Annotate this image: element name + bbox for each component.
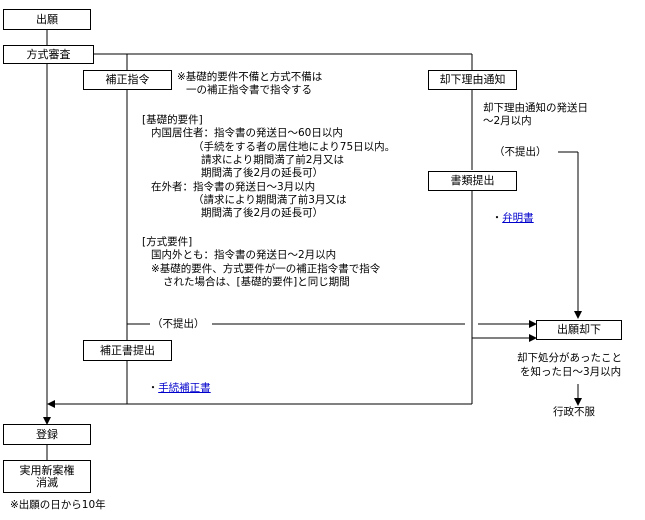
basic-domestic-sub2: 請求により期間満了前2月又は: [201, 154, 344, 166]
explanation-item: ・弁明書: [485, 200, 534, 224]
basic-foreign-sub1: （請求により期間満了前3月又は: [193, 194, 346, 206]
formal-note-1: ※基礎的要件、方式要件が一の補正指令書で指令: [151, 263, 380, 275]
formal-requirements-heading: [方式要件]: [142, 236, 192, 248]
explanation-link[interactable]: 弁明書: [502, 212, 534, 224]
appeal-deadline-1: 却下処分があったこと: [517, 352, 622, 364]
amend-note-1: ※基礎的要件不備と方式不備は: [177, 71, 322, 83]
rejection-deadline-2: ～2月以内: [483, 115, 532, 127]
not-submitted-left-label: （不提出）: [152, 318, 205, 330]
amendment-link[interactable]: 手続補正書: [158, 382, 211, 394]
basic-requirements-heading: [基礎的要件]: [142, 114, 203, 126]
amend-order-box: 補正指令: [83, 70, 172, 90]
extinction-label-1: 実用新案権: [20, 465, 75, 477]
filing-box: 出願: [3, 9, 91, 30]
admin-appeal-label: 行政不服: [553, 406, 595, 418]
basic-domestic: 内国居住者：指令書の発送日～60日以内: [151, 127, 343, 139]
filing-rejection-box: 出願却下: [536, 320, 622, 340]
rejection-deadline-1: 却下理由通知の発送日: [483, 102, 588, 114]
rejection-notice-box: 却下理由通知: [428, 70, 517, 90]
amend-submission-box: 補正書提出: [83, 340, 172, 361]
extinction-box: 実用新案権 消滅: [3, 460, 91, 493]
formal-note-2: された場合は、[基礎的要件]と同じ期間: [163, 276, 350, 288]
registration-box: 登録: [3, 424, 91, 445]
extinction-label-2: 消滅: [36, 477, 58, 489]
amend-note-2: 一の補正指令書で指令する: [186, 84, 312, 96]
basic-foreign-sub2: 期間満了後2月の延長可）: [201, 207, 323, 219]
doc-submission-box: 書類提出: [428, 171, 517, 191]
appeal-deadline-2: を知った日～3月以内: [520, 366, 621, 378]
explanation-bullet: ・: [492, 212, 503, 224]
basic-domestic-sub3: 期間満了後2月の延長可）: [201, 167, 323, 179]
basic-domestic-sub1: （手続をする者の居住地により75日以内。: [193, 141, 395, 153]
formal-both: 国内外とも：指令書の発送日～2月以内: [151, 249, 336, 261]
term-note: ※出願の日から10年: [10, 499, 106, 511]
formal-exam-box: 方式審査: [3, 45, 94, 64]
basic-foreign: 在外者：指令書の発送日～3月以内: [151, 181, 315, 193]
amendment-item: ・手続補正書: [141, 370, 211, 394]
not-submitted-right-label: （不提出）: [494, 146, 547, 158]
amendment-bullet: ・: [148, 382, 159, 394]
